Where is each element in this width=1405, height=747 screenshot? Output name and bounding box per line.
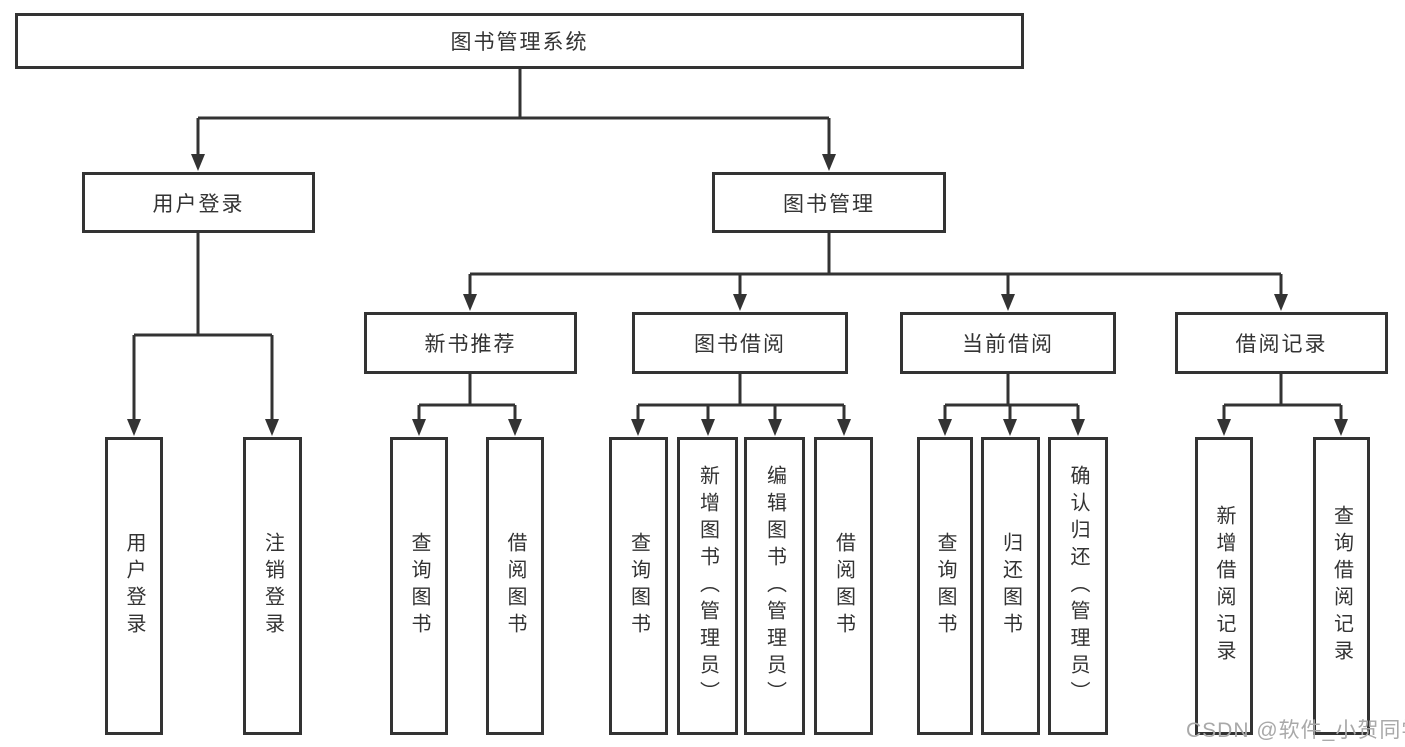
leaf-user-login: 用户登录 [105,437,163,735]
leaf-return-book: 归还图书 [981,437,1040,735]
node-book-borrow: 图书借阅 [632,312,848,374]
leaf-edit-book-admin: 编辑图书（管理员） [744,437,805,735]
node-book-management: 图书管理 [712,172,946,233]
leaf-query-books-current: 查询图书 [917,437,973,735]
leaf-confirm-return-admin: 确认归还（管理员） [1048,437,1108,735]
node-current-borrow: 当前借阅 [900,312,1116,374]
leaf-add-borrow-record: 新增借阅记录 [1195,437,1253,735]
leaf-logout: 注销登录 [243,437,302,735]
leaf-borrow-books-recommend: 借阅图书 [486,437,544,735]
node-new-book-recommend: 新书推荐 [364,312,577,374]
leaf-query-books-borrow: 查询图书 [609,437,668,735]
csdn-watermark: CSDN @软件_小贺同学 [1186,719,1405,742]
node-borrow-records: 借阅记录 [1175,312,1388,374]
leaf-borrow-books: 借阅图书 [814,437,873,735]
node-user-login: 用户登录 [82,172,315,233]
leaf-add-book-admin: 新增图书（管理员） [677,437,738,735]
leaf-query-borrow-record: 查询借阅记录 [1313,437,1370,735]
leaf-query-books-recommend: 查询图书 [390,437,448,735]
node-root: 图书管理系统 [15,13,1024,69]
